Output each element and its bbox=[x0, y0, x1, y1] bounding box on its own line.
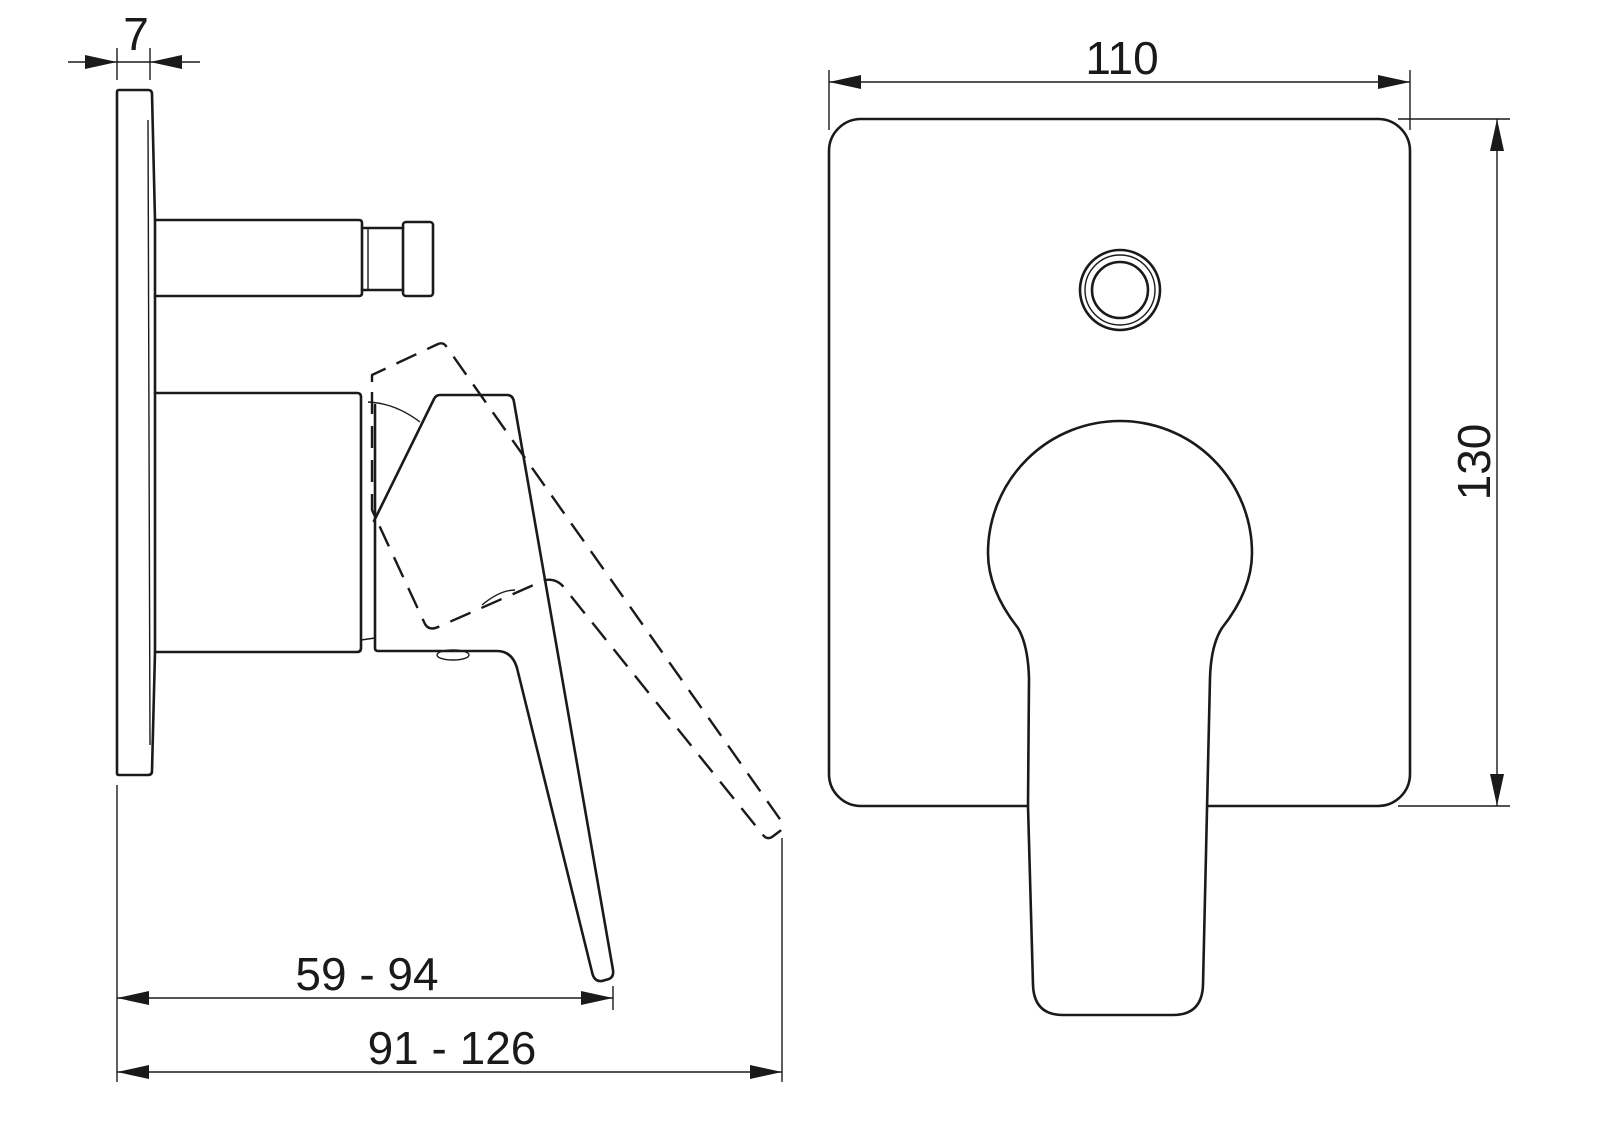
dimension-label-height: 130 bbox=[1448, 424, 1500, 501]
dimension-plate-thickness: 7 bbox=[68, 8, 200, 80]
dimension-projection-min: 59 - 94 bbox=[116, 785, 614, 1082]
dimension-label-width: 110 bbox=[1085, 32, 1158, 84]
diverter-collar bbox=[360, 226, 405, 292]
front-lever-handle bbox=[986, 419, 1254, 1017]
valve-body bbox=[153, 391, 363, 654]
diverter-stem bbox=[153, 218, 364, 298]
dimension-projection-max: 91 - 126 bbox=[117, 838, 783, 1082]
dimension-label-plate-thickness: 7 bbox=[123, 8, 149, 60]
lever-screw bbox=[436, 649, 470, 661]
diverter-button bbox=[1078, 248, 1162, 332]
dimension-label-projection-max: 91 - 126 bbox=[368, 1022, 537, 1074]
dimension-width: 110 bbox=[828, 32, 1411, 130]
lever-solid bbox=[372, 393, 615, 983]
dimension-height: 130 bbox=[1398, 118, 1510, 807]
dimension-label-projection-min: 59 - 94 bbox=[295, 948, 438, 1000]
side-view bbox=[115, 88, 784, 983]
body-lever-joint bbox=[360, 637, 376, 641]
lever-dashed-alternate bbox=[370, 342, 784, 840]
front-view bbox=[827, 117, 1412, 1017]
dashed-lever-screw-arc bbox=[481, 589, 516, 606]
plate-edge-line bbox=[147, 119, 151, 746]
diverter-knob bbox=[401, 220, 435, 298]
